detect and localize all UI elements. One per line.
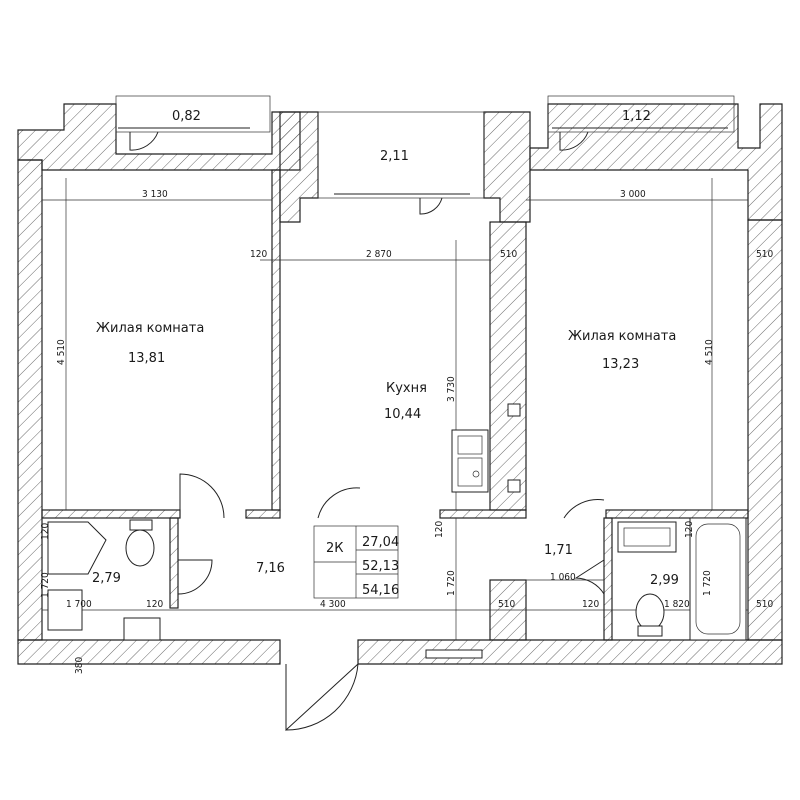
room-area-living-right: 13,23 <box>602 357 639 372</box>
room-area-balcony-mid: 2,11 <box>380 149 409 164</box>
dim-1700: 1 700 <box>66 599 92 610</box>
total-area-value: 52,13 <box>362 559 399 574</box>
balcony-right <box>547 95 735 133</box>
dim-4510-a: 4 510 <box>56 339 67 365</box>
dim-4300: 4 300 <box>320 599 346 610</box>
room-name-kitchen: Кухня <box>386 381 427 396</box>
wall-kitchen-bottom <box>439 509 527 519</box>
wall-top-left <box>17 103 301 171</box>
dim-1720-c: 1 720 <box>702 570 713 596</box>
balcony-left <box>115 95 271 133</box>
dim-4510-b: 4 510 <box>704 339 715 365</box>
dim-510-c: 510 <box>498 599 515 610</box>
room-area-closet: 1,71 <box>544 543 573 558</box>
dim-1720-b: 1 720 <box>40 572 51 598</box>
dim-1720-a: 1 720 <box>446 570 457 596</box>
room-name-living-right: Жилая комната <box>568 329 676 344</box>
dim-510-a: 510 <box>500 249 517 260</box>
wall-right-bottom <box>605 509 749 519</box>
dim-2870: 2 870 <box>366 249 392 260</box>
door-bath-right <box>574 559 605 595</box>
door-right-room <box>563 499 605 519</box>
sink-left <box>123 617 161 641</box>
wall-bath-left <box>169 517 179 609</box>
dim-120-e: 120 <box>40 523 51 540</box>
dim-120-b: 120 <box>434 521 445 538</box>
balcony-mid <box>317 111 485 199</box>
dim-3130: 3 130 <box>142 189 168 200</box>
dim-120-c: 120 <box>146 599 163 610</box>
dim-1060: 1 060 <box>550 572 576 583</box>
dim-3000: 3 000 <box>620 189 646 200</box>
window-bottom <box>425 649 483 659</box>
room-area-bath-left: 2,79 <box>92 571 121 586</box>
washer <box>47 589 83 631</box>
total-with-balcony-value: 54,16 <box>362 583 399 598</box>
stove-marker-1 <box>507 403 521 417</box>
dim-120-d: 120 <box>582 599 599 610</box>
bathtub <box>689 517 747 641</box>
room-area-balcony-right: 1,12 <box>622 109 651 124</box>
wall-kitchen-right <box>489 221 527 511</box>
dim-120-f: 120 <box>684 521 695 538</box>
door-bath-left <box>177 559 213 595</box>
sink-right <box>617 521 677 553</box>
apartment-type: 2К <box>326 541 344 556</box>
dim-510-d: 510 <box>756 599 773 610</box>
dim-510-b: 510 <box>756 249 773 260</box>
room-name-living-left: Жилая комната <box>96 321 204 336</box>
room-area-living-left: 13,81 <box>128 351 165 366</box>
door-kitchen <box>245 487 361 519</box>
room-area-hall: 7,16 <box>256 561 285 576</box>
wall-bottom-left <box>17 639 281 665</box>
wall-bath-right <box>603 517 613 641</box>
room-area-bath-right: 2,99 <box>650 573 679 588</box>
door-left-room <box>179 473 225 519</box>
dim-1820: 1 820 <box>664 599 690 610</box>
shower-tray <box>47 521 107 575</box>
stove-marker-2 <box>507 479 521 493</box>
room-area-kitchen: 10,44 <box>384 407 421 422</box>
dim-380: 380 <box>74 657 85 674</box>
dim-3730: 3 730 <box>446 376 457 402</box>
dim-120-a: 120 <box>250 249 267 260</box>
room-area-balcony-left: 0,82 <box>172 109 201 124</box>
living-area-value: 27,04 <box>362 535 399 550</box>
